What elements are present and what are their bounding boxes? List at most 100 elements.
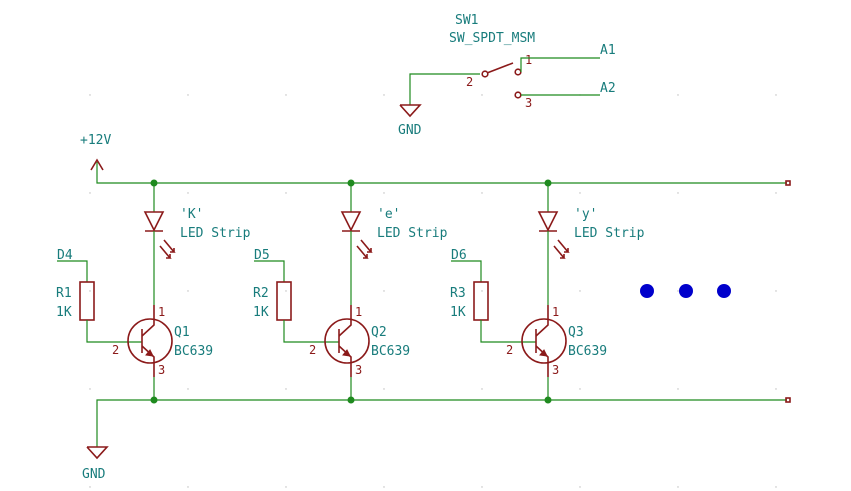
led-light-arrow	[159, 245, 172, 259]
transistor-value: BC639	[568, 344, 607, 359]
input-label: D4	[57, 248, 73, 263]
pin-emitter: 3	[158, 363, 165, 377]
supply-rail-end	[785, 180, 791, 186]
led-label: 'K'	[180, 207, 203, 222]
transistor-emitter	[141, 345, 155, 377]
transistor-collector	[338, 305, 352, 337]
grid-dot	[383, 388, 385, 390]
led-type: LED Strip	[377, 226, 448, 241]
grid-dot	[285, 192, 287, 194]
grid-dot	[481, 192, 483, 194]
led-triangle	[340, 211, 362, 232]
grid-dot	[481, 94, 483, 96]
resistor-ref: R3	[450, 286, 466, 301]
led-triangle	[537, 211, 559, 232]
switch-out-a-label: A1	[600, 43, 616, 58]
pin-base: 2	[506, 343, 513, 357]
continuation-dot-1	[640, 284, 654, 298]
base-wire	[86, 320, 142, 343]
grid-dot	[579, 486, 581, 488]
resistor-body	[276, 281, 292, 321]
supply-rail	[96, 162, 787, 184]
led-light-arrow	[553, 245, 566, 259]
switch-out-b-label: A2	[600, 81, 616, 96]
grid-dot	[481, 486, 483, 488]
input-label: D5	[254, 248, 270, 263]
switch-out-a-wire	[520, 57, 600, 72]
grid-dot	[775, 486, 777, 488]
base-wire	[480, 320, 536, 343]
transistor-value: BC639	[371, 344, 410, 359]
grid-dot	[285, 388, 287, 390]
grid-dot	[579, 388, 581, 390]
grid-dot	[383, 486, 385, 488]
continuation-dot-2	[679, 284, 693, 298]
pin-emitter: 3	[355, 363, 362, 377]
ground-symbol	[86, 446, 109, 460]
switch-pin-2: 2	[466, 75, 473, 89]
transistor-ref: Q1	[174, 325, 190, 340]
continuation-dot-3	[717, 284, 731, 298]
grid-dot	[285, 486, 287, 488]
led-light-arrow	[557, 239, 570, 253]
switch-contact-1	[514, 68, 522, 76]
transistor-emitter	[338, 345, 352, 377]
led-triangle	[143, 211, 165, 232]
grid-dot	[677, 388, 679, 390]
resistor-body	[79, 281, 95, 321]
grid-dot	[677, 94, 679, 96]
pin-collector: 1	[355, 305, 362, 319]
grid-dot	[89, 94, 91, 96]
grid-dot	[677, 290, 679, 292]
transistor-collector	[535, 305, 549, 337]
switch-gnd-symbol	[399, 104, 422, 118]
grid-dot	[579, 192, 581, 194]
switch-pin-1: 1	[525, 53, 532, 67]
input-wire	[451, 260, 482, 282]
grid-dot	[383, 290, 385, 292]
power-rails: +12V GND	[80, 133, 791, 482]
input-wire	[57, 260, 88, 282]
grid-dot	[89, 290, 91, 292]
transistor-emitter-arrow	[145, 349, 154, 357]
transistor-body	[127, 318, 173, 364]
grid-dot	[579, 290, 581, 292]
switch-contact-3	[514, 91, 522, 99]
grid-dot	[187, 94, 189, 96]
grid-dot	[89, 192, 91, 194]
grid-dot	[775, 388, 777, 390]
switch-common-contact	[481, 70, 489, 78]
led-light-arrow	[360, 239, 373, 253]
transistor-ref: Q3	[568, 325, 584, 340]
transistor-emitter-arrow	[539, 349, 548, 357]
led-light-arrow	[356, 245, 369, 259]
transistor-ref: Q2	[371, 325, 387, 340]
resistor-value: 1K	[253, 305, 269, 320]
switch-ref: SW1	[455, 13, 478, 28]
grid-dot	[187, 486, 189, 488]
ground-label: GND	[82, 467, 106, 482]
switch-common-wire	[409, 73, 480, 105]
continuation-dots	[640, 284, 731, 298]
transistor-value: BC639	[174, 344, 213, 359]
grid-dot	[89, 486, 91, 488]
input-wire	[254, 260, 285, 282]
transistor-body	[521, 318, 567, 364]
grid-dot	[383, 94, 385, 96]
grid-dot	[89, 388, 91, 390]
switch-value: SW_SPDT_MSM	[449, 31, 535, 46]
resistor-value: 1K	[56, 305, 72, 320]
led-light-arrow	[163, 239, 176, 253]
transistor-emitter	[535, 345, 549, 377]
ground-rail	[96, 399, 787, 447]
resistor-ref: R1	[56, 286, 72, 301]
grid-dot	[187, 192, 189, 194]
pin-base: 2	[112, 343, 119, 357]
grid-dot	[775, 192, 777, 194]
supply-arrow	[90, 158, 104, 171]
